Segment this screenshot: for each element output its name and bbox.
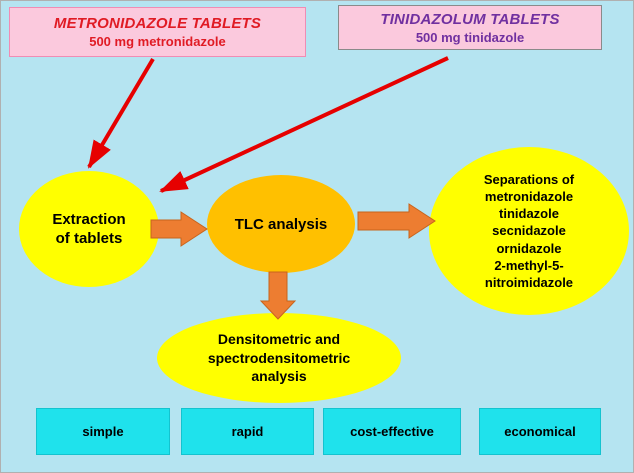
tlc-analysis-node: TLC analysis (207, 175, 355, 273)
benefit-economical: economical (479, 408, 601, 455)
flow-arrow-tlc-to-separations (357, 203, 436, 239)
separations-node: Separations of metronidazole tinidazole … (429, 147, 629, 315)
red-arrow-metronidazole (87, 57, 155, 169)
tinidazole-source-box: TINIDAZOLUM TABLETS 500 mg tinidazole (338, 5, 602, 50)
flow-arrow-tlc-to-densitometric (259, 271, 297, 320)
tinidazole-title: TINIDAZOLUM TABLETS (380, 10, 560, 28)
metronidazole-source-box: METRONIDAZOLE TABLETS 500 mg metronidazo… (9, 7, 306, 57)
densitometric-node: Densitometric and spectrodensitometric a… (157, 313, 401, 403)
benefit-rapid: rapid (181, 408, 314, 455)
red-arrow-tinidazole (159, 56, 449, 193)
extraction-node: Extraction of tablets (19, 171, 159, 287)
metronidazole-title: METRONIDAZOLE TABLETS (53, 15, 262, 32)
metronidazole-subtitle: 500 mg metronidazole (89, 34, 226, 49)
benefit-simple: simple (36, 408, 170, 455)
benefit-cost-effective: cost-effective (323, 408, 461, 455)
tinidazole-subtitle: 500 mg tinidazole (415, 29, 525, 45)
flow-arrow-extraction-to-tlc (150, 211, 208, 247)
